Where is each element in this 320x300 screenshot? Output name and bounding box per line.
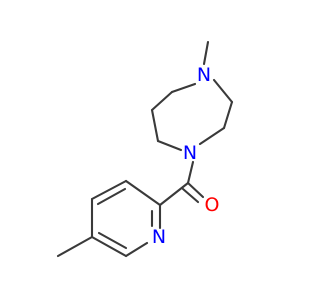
- bond-pyridine-c3-c4-inner: [96, 187, 127, 206]
- atom-n-amide: N: [183, 142, 197, 164]
- bond-methyl-to-n: [202, 40, 210, 66]
- atom-o-carbonyl: O: [205, 194, 220, 216]
- bond-pyridine-c2-c3: [124, 179, 162, 207]
- atom-n-amide-label: N: [183, 142, 197, 164]
- bond-pyridine-c5-c6-inner: [97, 231, 128, 250]
- bond-pyridine-c6-n: [124, 241, 149, 258]
- bond-pyridine-c3-c4: [90, 179, 128, 201]
- bond-methyl-on-pyridine: [56, 235, 94, 258]
- atom-n-pyridine-label: N: [152, 226, 166, 248]
- bond-ring-1: [170, 82, 197, 94]
- bond-carbonyl-to-pyridine: [158, 181, 190, 207]
- atom-o-carbonyl-label: O: [205, 194, 220, 216]
- atom-n-pyridine: N: [152, 226, 166, 248]
- atom-n-methyl: N: [197, 64, 211, 86]
- atom-n-methyl-label: N: [197, 64, 211, 86]
- bond-n-to-carbonyl: [186, 160, 195, 185]
- bond-ring-2: [150, 90, 174, 112]
- bond-ring-4: [156, 139, 183, 152]
- bond-carbonyl-double-a: [186, 181, 205, 199]
- bond-pyridine-c5-c6: [90, 235, 128, 258]
- bond-ring-3: [150, 108, 160, 143]
- bond-ring-6: [222, 100, 234, 130]
- bond-carbonyl-double-b: [181, 187, 200, 204]
- bond-ring-5: [198, 126, 226, 146]
- bond-ring-7: [212, 78, 234, 104]
- molecule-structure-diagram: N N O N: [56, 40, 234, 258]
